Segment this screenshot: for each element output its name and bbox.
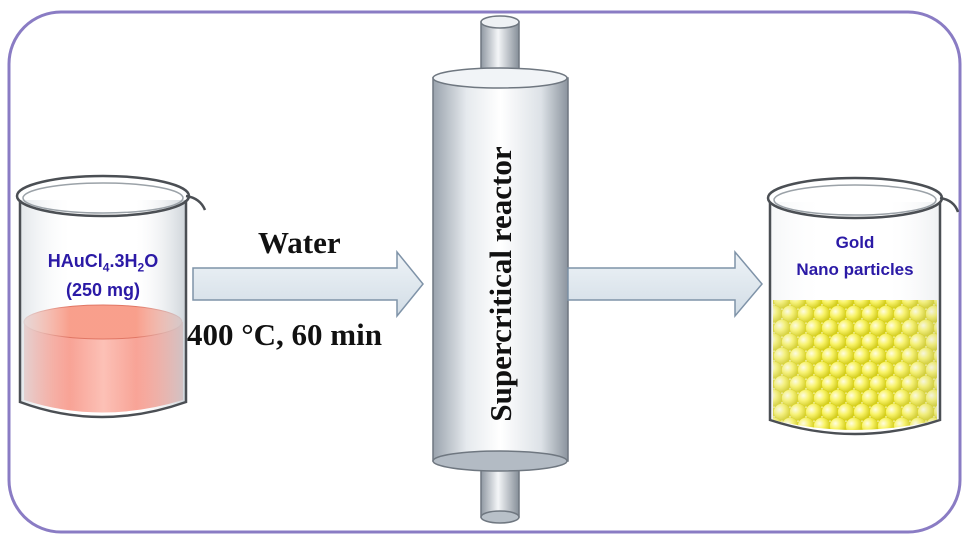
formula-end: O	[144, 251, 159, 271]
formula-sub-4: 4	[102, 260, 110, 275]
solvent-label: Water	[258, 225, 341, 260]
conditions-label: 400 °C, 60 min	[187, 317, 382, 352]
formula-sub-2: 2	[137, 260, 145, 275]
precursor-amount: (250 mg)	[65, 280, 141, 300]
formula-mid: .3H	[109, 251, 138, 271]
product-beaker	[766, 176, 960, 436]
product-label-line2: Nano particles	[796, 260, 914, 279]
product-label-line1: Gold	[835, 233, 875, 252]
reactor-label: Supercritical reactor	[483, 146, 518, 422]
precursor-formula: HAuCl4.3H2O	[22, 251, 184, 275]
formula-base: HAuCl	[47, 251, 103, 271]
precursor-beaker	[15, 174, 207, 419]
arrow-to-product	[567, 249, 763, 319]
supercritical-reactor	[432, 15, 569, 524]
arrow-to-reactor	[192, 249, 424, 319]
